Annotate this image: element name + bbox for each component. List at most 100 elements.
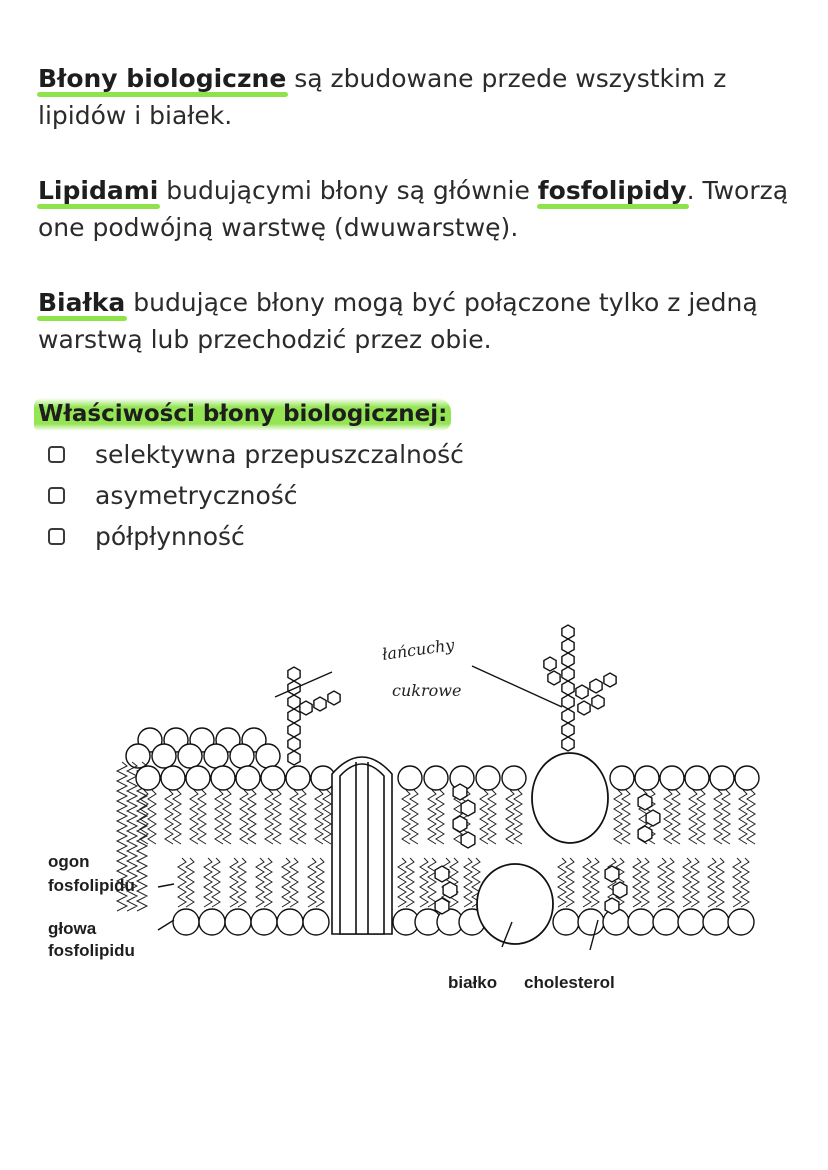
highlight-phospholipids: fosfolipidy — [536, 176, 689, 209]
fatty-acid-tail — [688, 789, 698, 845]
phospholipid-head — [203, 743, 229, 769]
properties-list: selektywna przepuszczalność asymetryczno… — [48, 434, 464, 557]
checkbox-square-icon — [48, 487, 65, 504]
fatty-acid-tail — [427, 857, 437, 908]
fatty-acid-tail — [640, 857, 650, 908]
sugar-unit — [327, 690, 341, 706]
sugar-unit — [561, 694, 575, 710]
membrane-diagram: łańcuchy cukrowe ogon fosfolipidu głowa … — [48, 624, 760, 992]
cholesterol-ring — [637, 825, 653, 843]
fatty-acid-tail — [139, 789, 149, 845]
fatty-acid-tail — [177, 857, 187, 908]
phospholipid-head — [552, 908, 580, 936]
back-heads-layer — [125, 727, 281, 769]
fatty-acid-tail — [185, 857, 195, 908]
label-cholesterol: cholesterol — [524, 973, 615, 992]
fatty-acid-tail — [222, 789, 232, 845]
phospholipid-head — [501, 765, 527, 791]
phospholipid-head — [734, 765, 760, 791]
fatty-acid-tail — [214, 789, 224, 845]
label-sugar-chains-2: cukrowe — [392, 681, 461, 700]
phospholipid-head — [235, 765, 261, 791]
phospholipid-head — [677, 908, 705, 936]
fatty-acid-tail — [405, 857, 415, 908]
cholesterol-ring — [604, 897, 620, 915]
sugar-unit — [561, 736, 575, 752]
paragraph-membranes: Błony biologiczne są zbudowane przede ws… — [36, 60, 798, 134]
phospholipid-head — [229, 743, 255, 769]
phospholipid-head — [709, 765, 735, 791]
fatty-acid-tail — [513, 789, 523, 845]
label-tail-1: ogon — [48, 852, 90, 871]
sugar-unit — [561, 722, 575, 738]
fatty-acid-tail — [419, 857, 429, 908]
cholesterol-ring — [452, 815, 468, 833]
fatty-acid-tail — [197, 789, 207, 845]
phospholipid-head — [627, 908, 655, 936]
sugar-unit — [313, 696, 327, 712]
phospholipid-head — [276, 908, 304, 936]
fatty-acid-tail — [314, 789, 324, 845]
fatty-acid-tail — [615, 857, 625, 908]
cholesterol-ring — [434, 865, 450, 883]
label-head-2: fosfolipidu — [48, 941, 135, 960]
checkbox-square-icon — [48, 446, 65, 463]
fatty-acid-tail — [621, 789, 631, 845]
phospholipid-head — [659, 765, 685, 791]
fatty-acid-tail — [590, 857, 600, 908]
phospholipid-head — [475, 765, 501, 791]
fatty-acid-tail — [229, 857, 239, 908]
cholesterol-ring — [460, 831, 476, 849]
phospholipid-head — [634, 765, 660, 791]
fatty-acid-tail — [289, 789, 299, 845]
fatty-acid-tail — [297, 789, 307, 845]
sugar-unit — [287, 666, 301, 682]
phospholipid-head — [255, 743, 281, 769]
fatty-acid-tail — [172, 789, 182, 845]
phospholipid-heads-layer — [135, 765, 760, 936]
fatty-acid-tail — [505, 789, 515, 845]
phospholipid-head — [285, 765, 311, 791]
fatty-acid-tail — [115, 761, 129, 912]
fatty-acid-tail — [307, 857, 317, 908]
list-item-label: półpłynność — [95, 522, 245, 551]
highlight-membranes: Błony biologiczne — [36, 64, 289, 97]
fatty-acid-tail — [715, 857, 725, 908]
sugar-unit — [591, 694, 605, 710]
cholesterol-ring — [442, 881, 458, 899]
phospholipid-head — [250, 908, 278, 936]
fatty-acid-tail — [657, 857, 667, 908]
phospholipid-head — [684, 765, 710, 791]
fatty-acid-tail — [665, 857, 675, 908]
fatty-acid-tail — [237, 857, 247, 908]
sugar-unit — [561, 652, 575, 668]
fatty-acid-tail — [247, 789, 257, 845]
fatty-acid-tail — [189, 789, 199, 845]
fatty-acid-tail — [479, 789, 489, 845]
highlight-proteins: Białka — [36, 288, 128, 321]
paragraph-proteins-text: budujące błony mogą być połączone tylko … — [38, 288, 758, 354]
sugar-unit — [589, 678, 603, 694]
fatty-acid-tail — [632, 857, 642, 908]
sugar-unit — [287, 722, 301, 738]
fatty-acid-tail — [738, 789, 748, 845]
fatty-acid-tail — [682, 857, 692, 908]
list-item: półpłynność — [48, 516, 464, 557]
fatty-acid-tail — [211, 857, 221, 908]
fatty-acid-tail — [487, 789, 497, 845]
fatty-acid-tail — [471, 857, 481, 908]
paragraph-membranes-text: są zbudowane przede wszystkim z lipidów … — [38, 64, 727, 130]
fatty-acid-tail — [315, 857, 325, 908]
fatty-acid-tail — [565, 857, 575, 908]
sugar-unit — [543, 656, 557, 672]
fatty-acid-tail — [671, 789, 681, 845]
phospholipid-head — [135, 765, 161, 791]
phospholipid-head — [125, 743, 151, 769]
fatty-acid-tail — [707, 857, 717, 908]
fatty-acid-tail — [125, 761, 139, 912]
fatty-acid-tail — [613, 789, 623, 845]
fatty-acid-tail — [263, 857, 273, 908]
phospholipid-head — [210, 765, 236, 791]
highlight-lipids: Lipidami — [36, 176, 161, 209]
phospholipid-head — [302, 908, 330, 936]
